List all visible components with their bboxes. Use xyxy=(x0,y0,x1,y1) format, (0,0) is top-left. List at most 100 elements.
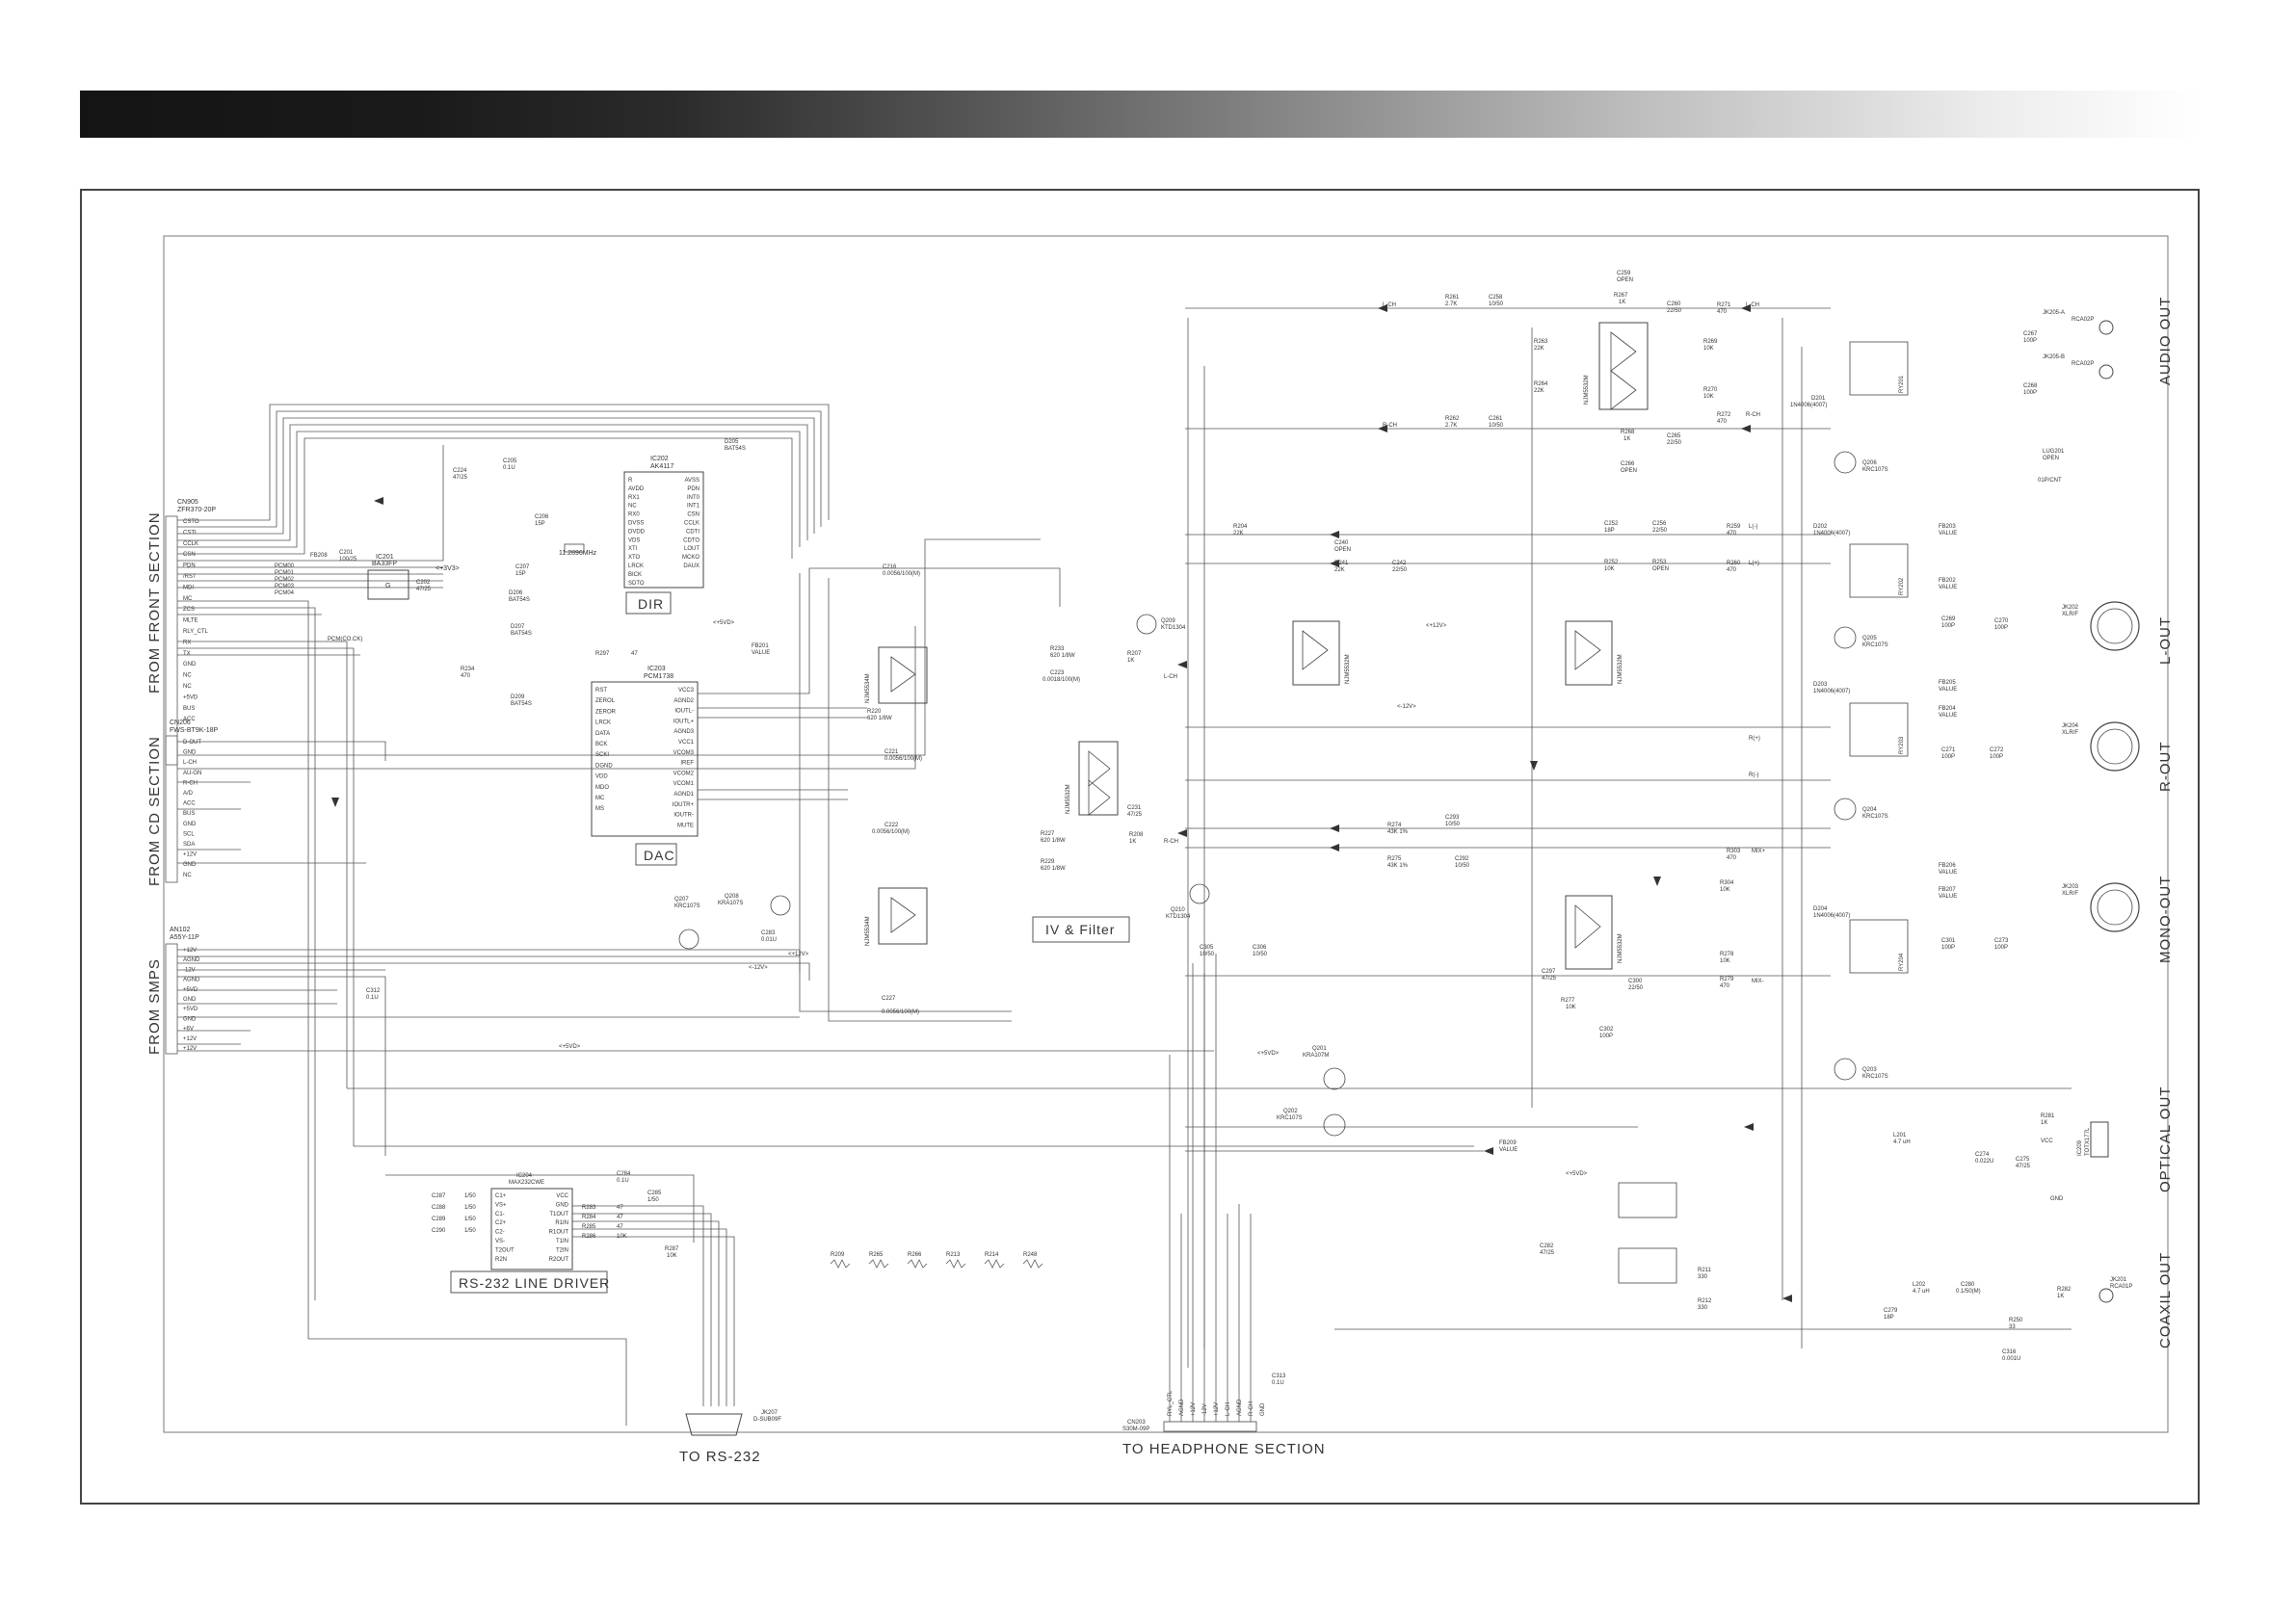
iv-filter-stage: NJM5534M NJM5534M NJM5532M xyxy=(865,646,1119,946)
ic204-pin-left: C2- xyxy=(495,1230,505,1236)
cn905-pin-label: ZCS xyxy=(183,607,195,613)
ic203-pin-right: VCOM2 xyxy=(673,771,695,776)
dac-output-wires xyxy=(698,567,1061,1022)
ic204-res-ref: R283 xyxy=(582,1205,596,1211)
svg-text:C269: C269 xyxy=(1941,616,1956,622)
ic203-pin-right: AGND2 xyxy=(673,698,694,704)
svg-text:BA33FP: BA33FP xyxy=(372,561,397,567)
svg-text:C305: C305 xyxy=(1200,945,1214,951)
svg-text:L201: L201 xyxy=(1893,1133,1907,1139)
svg-text:0.0056/100(M): 0.0056/100(M) xyxy=(884,756,922,762)
svg-text:R274: R274 xyxy=(1387,823,1402,828)
svg-text:C297: C297 xyxy=(1542,969,1556,975)
svg-text:BAT54S: BAT54S xyxy=(509,597,530,603)
svg-text:R204: R204 xyxy=(1233,524,1248,530)
an102-pin-label: +12V xyxy=(183,1036,197,1042)
svg-text:33: 33 xyxy=(2009,1324,2016,1330)
connector-jk207: JK207 D-SUB09F xyxy=(685,1410,781,1436)
resistor-symbol xyxy=(830,1259,851,1269)
svg-text:RCA02P: RCA02P xyxy=(2072,361,2094,367)
svg-text:R272: R272 xyxy=(1717,412,1731,418)
svg-text:C275: C275 xyxy=(2016,1157,2030,1163)
an102-pin-label: +5VD xyxy=(183,1007,198,1012)
cn206-pin-label: +12V xyxy=(183,852,197,858)
ic204-pin-left: C1+ xyxy=(495,1193,507,1199)
svg-text:R304: R304 xyxy=(1720,880,1734,886)
cn206-pin-label: SDA xyxy=(183,842,195,848)
svg-text:KRC107S: KRC107S xyxy=(1862,1074,1888,1080)
cn206-pin-label: AU-GN xyxy=(183,771,201,776)
ic202-pin-left: R xyxy=(628,478,633,484)
svg-text:Q210: Q210 xyxy=(1171,907,1185,913)
ic202-pin-left: XTI xyxy=(628,546,638,552)
svg-text:G: G xyxy=(385,583,390,589)
svg-text:A55Y-11P: A55Y-11P xyxy=(170,934,199,941)
ic203-pcm1738: IC203 PCM1738 RSTZEROLZERORLRCKDATABCKSC… xyxy=(591,666,699,837)
front-bus-wires xyxy=(177,404,830,1339)
svg-text:OPEN: OPEN xyxy=(1334,547,1351,553)
connector-cn905: CN905 ZFR370-20P CSTOCSTICCLKCSNPDN/RSTM… xyxy=(165,499,216,766)
headphone-wires xyxy=(1169,954,1252,1422)
ic204-cap-value: 1/50 xyxy=(464,1217,476,1222)
svg-text:FB204: FB204 xyxy=(1939,706,1956,712)
svg-text:R252: R252 xyxy=(1604,560,1619,565)
output-passives: R261 2.7K C258 10/50 R262 2.7K C261 10/5… xyxy=(1233,271,2065,1039)
svg-text:IC201: IC201 xyxy=(376,554,394,561)
svg-text:RCA02P: RCA02P xyxy=(2072,317,2094,323)
svg-text:IC202: IC202 xyxy=(650,456,669,462)
cn905-pin-label: BUS xyxy=(183,706,195,712)
svg-text:22/50: 22/50 xyxy=(1652,528,1668,534)
svg-text:R267: R267 xyxy=(1614,293,1628,299)
svg-text:1K: 1K xyxy=(1623,436,1630,442)
ic204-pin-right: R2OUT xyxy=(549,1257,569,1263)
ic203-pin-left: SCKI xyxy=(595,752,609,758)
svg-text:C272: C272 xyxy=(1990,747,2004,753)
ic202-pin-left: NC xyxy=(628,504,637,510)
svg-text:L-CH: L-CH xyxy=(1164,674,1177,680)
svg-text:22/50: 22/50 xyxy=(1667,308,1682,314)
cn905-pin-label: TX xyxy=(183,651,191,657)
ic202-pin-right: MCKO xyxy=(682,555,699,561)
ic204-cap-value: 1/50 xyxy=(464,1205,476,1211)
output-net-labels: L-CH R-CH L-CH R-CH L(-) L(+) R(+) R(-) … xyxy=(1164,302,1766,1177)
ic202-pin-right: CSN xyxy=(687,512,699,518)
svg-text:10K: 10K xyxy=(1703,394,1714,400)
label-from-front: FROM FRONT SECTION xyxy=(146,511,163,694)
svg-text:C240: C240 xyxy=(1334,540,1349,546)
svg-text:KTD1304: KTD1304 xyxy=(1166,914,1191,920)
svg-text:NJM5532M: NJM5532M xyxy=(1618,933,1623,963)
ic203-pin-left: MS xyxy=(595,806,604,812)
svg-text:XLR/F: XLR/F xyxy=(2062,730,2078,736)
svg-text:18P: 18P xyxy=(1884,1315,1894,1321)
svg-text:Q207: Q207 xyxy=(674,897,689,903)
svg-text:1K: 1K xyxy=(1127,658,1134,664)
cn206-pin-label: D-OUT xyxy=(183,740,201,746)
ic204-pin-right: T1OUT xyxy=(549,1212,568,1217)
cn203-pin-label: AGND xyxy=(1237,1399,1243,1416)
svg-text:R268: R268 xyxy=(1621,430,1635,435)
svg-text:C282: C282 xyxy=(1540,1243,1554,1249)
svg-text:C201: C201 xyxy=(339,550,354,556)
svg-text:MIX+: MIX+ xyxy=(1752,849,1766,854)
svg-text:OPEN: OPEN xyxy=(2043,456,2059,461)
svg-text:R-CH: R-CH xyxy=(1164,839,1178,845)
svg-text:FB206: FB206 xyxy=(1939,863,1956,869)
svg-text:RY204: RY204 xyxy=(1899,953,1905,971)
svg-text:R208: R208 xyxy=(1129,832,1144,838)
svg-text:L(-): L(-) xyxy=(1749,524,1757,530)
svg-text:CN203: CN203 xyxy=(1127,1420,1146,1426)
svg-text:Q203: Q203 xyxy=(1862,1067,1877,1073)
svg-text:100P: 100P xyxy=(1599,1034,1613,1039)
svg-text:0.0056/100(M): 0.0056/100(M) xyxy=(872,829,910,835)
svg-text:2.7K: 2.7K xyxy=(1445,423,1457,429)
svg-text:22K: 22K xyxy=(1534,388,1544,394)
ic202-pin-left: DVDD xyxy=(628,529,646,535)
svg-text:R270: R270 xyxy=(1703,387,1718,393)
svg-text:R227: R227 xyxy=(1041,831,1055,837)
ic202-pin-left: AVDD xyxy=(628,486,645,492)
svg-text:C222: C222 xyxy=(884,823,899,828)
cn206-pin-label: GND xyxy=(183,862,197,868)
svg-text:PCM1738: PCM1738 xyxy=(644,673,673,680)
